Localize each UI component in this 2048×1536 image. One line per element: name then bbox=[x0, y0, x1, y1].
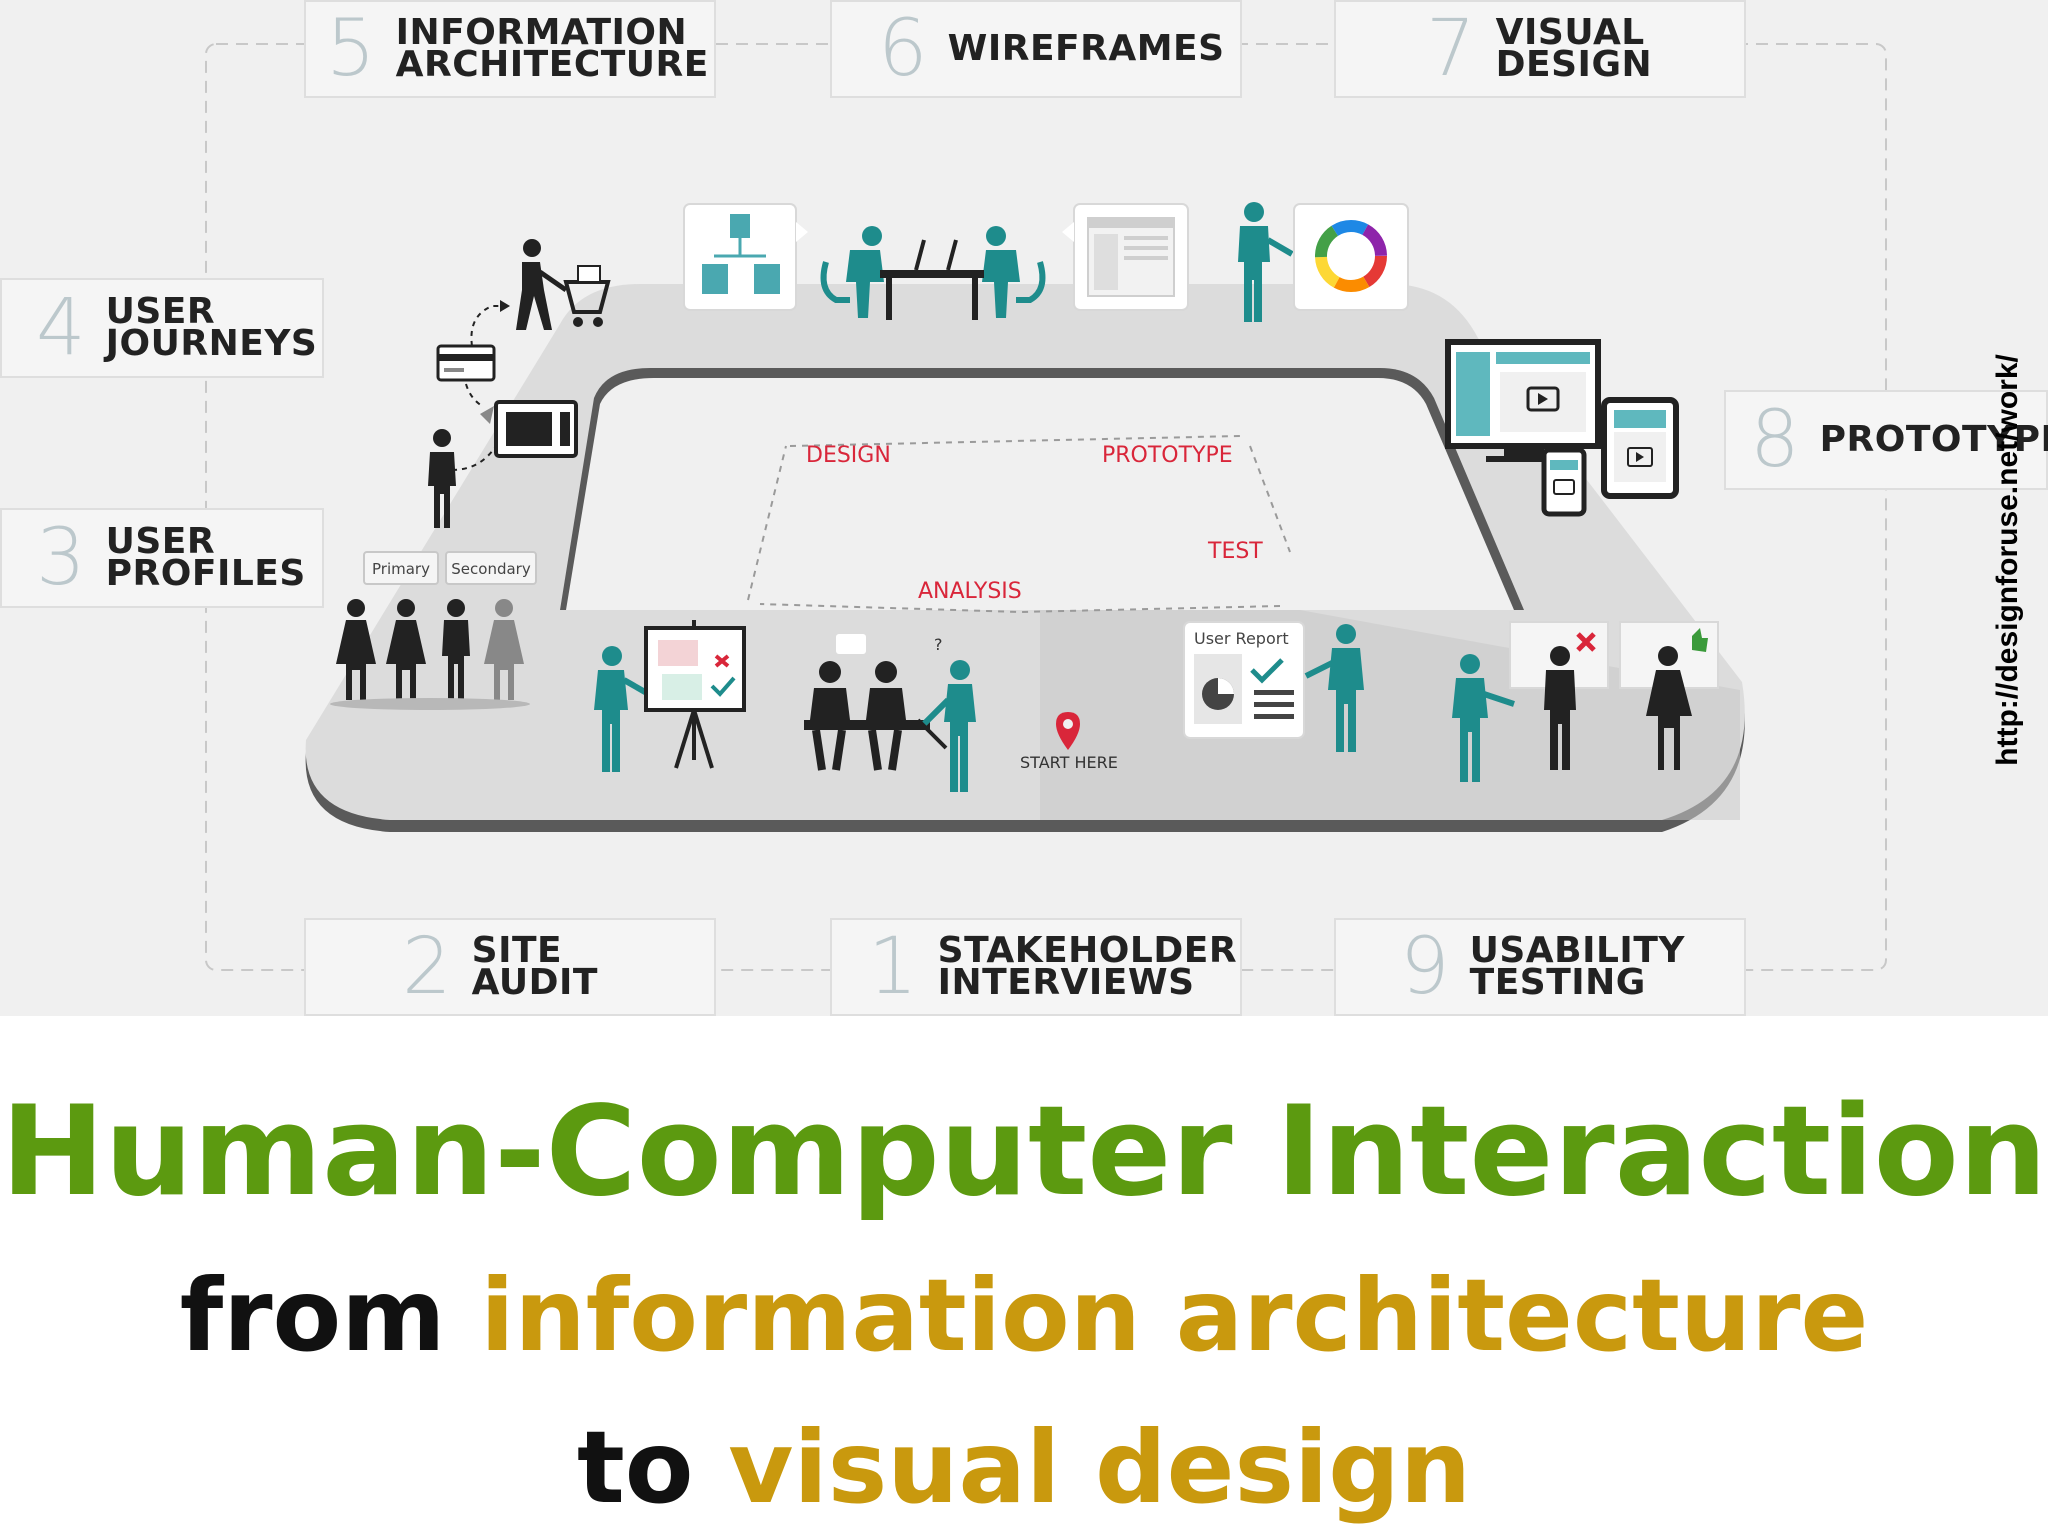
presenter-figure-icon bbox=[594, 646, 654, 772]
svg-text:Secondary: Secondary bbox=[451, 560, 531, 578]
microwave-icon bbox=[480, 400, 578, 458]
user-profiles-figures-icon bbox=[330, 599, 530, 710]
step-5-information-architecture: 5 INFORMATION ARCHITECTURE bbox=[304, 0, 716, 98]
step-8-prototype: 8 PROTOTYPE bbox=[1724, 390, 2048, 490]
tester-figure-icon bbox=[1452, 654, 1515, 782]
cycle-label-design: DESIGN bbox=[806, 443, 891, 468]
step-6-wireframes: 6 WIREFRAMES bbox=[830, 0, 1242, 98]
step-label: WIREFRAMES bbox=[947, 28, 1225, 69]
caption-phrase-information-architecture: information architecture bbox=[480, 1257, 1869, 1374]
test-participant-figures-icon bbox=[1544, 646, 1692, 770]
audit-board-icon bbox=[644, 620, 746, 769]
step-number: 5 bbox=[326, 4, 376, 94]
step-number: 8 bbox=[1750, 395, 1800, 485]
diagram-area: DESIGN PROTOTYPE TEST ANALYSIS START HER… bbox=[0, 0, 2048, 1016]
start-here-label: START HERE bbox=[1020, 753, 1118, 772]
desktop-monitor-icon bbox=[1445, 339, 1601, 462]
svg-text:Primary: Primary bbox=[372, 560, 430, 578]
phone-icon bbox=[1541, 447, 1587, 517]
journey-arrow-head-icon bbox=[500, 300, 510, 312]
platform-inner bbox=[566, 378, 1514, 610]
step-2-site-audit: 2 SITE AUDIT bbox=[304, 918, 716, 1016]
cycle-label-prototype: PROTOTYPE bbox=[1102, 443, 1233, 468]
credit-card-icon bbox=[436, 344, 496, 382]
user-report-card: User Report bbox=[1183, 621, 1305, 739]
primary-tag: Primary bbox=[363, 551, 439, 585]
step-number: 3 bbox=[36, 513, 86, 603]
step-4-user-journeys: 4 USER JOURNEYS bbox=[0, 278, 324, 378]
cycle-label-test: TEST bbox=[1207, 539, 1263, 564]
step-label: INFORMATION ARCHITECTURE bbox=[395, 12, 709, 85]
interview-figures-icon: ? bbox=[804, 634, 976, 792]
cycle-arrow-top bbox=[789, 435, 1241, 447]
step-3-user-profiles: 3 USER PROFILES bbox=[0, 508, 324, 608]
caption-phrase-visual-design: visual design bbox=[728, 1409, 1472, 1526]
step-number: 6 bbox=[878, 4, 928, 94]
caption-title: Human-Computer Interaction bbox=[0, 1080, 2048, 1224]
cycle-arrow-left bbox=[747, 445, 787, 601]
step-label: STAKEHOLDER INTERVIEWS bbox=[937, 930, 1238, 1003]
color-wheel-card bbox=[1293, 203, 1409, 311]
sitemap-card bbox=[683, 203, 808, 311]
caption-word-from: from bbox=[179, 1257, 481, 1374]
step-number: 4 bbox=[36, 283, 86, 373]
analyst-figure-icon bbox=[1304, 624, 1364, 752]
caption-subtitle-line-2: to visual design bbox=[0, 1408, 2048, 1528]
step-number: 1 bbox=[868, 922, 918, 1012]
question-mark: ? bbox=[934, 635, 943, 654]
step-9-usability-testing: 9 USABILITY TESTING bbox=[1334, 918, 1746, 1016]
step-label: SITE AUDIT bbox=[471, 930, 598, 1003]
process-diagram: DESIGN PROTOTYPE TEST ANALYSIS START HER… bbox=[205, 43, 1887, 971]
person-figure-icon bbox=[428, 429, 456, 528]
collaboration-figures-icon bbox=[820, 226, 1046, 320]
journey-arrow bbox=[470, 305, 500, 347]
user-report-label: User Report bbox=[1194, 629, 1289, 648]
caption-word-to: to bbox=[576, 1409, 729, 1526]
step-number: 9 bbox=[1400, 922, 1450, 1012]
step-number: 7 bbox=[1426, 4, 1476, 94]
step-number: 2 bbox=[402, 922, 452, 1012]
journey-arrow-3 bbox=[451, 445, 497, 471]
designer-figure-icon bbox=[1238, 202, 1294, 322]
tablet-icon bbox=[1601, 397, 1679, 499]
step-7-visual-design: 7 VISUAL DESIGN bbox=[1334, 0, 1746, 98]
cycle-label-analysis: ANALYSIS bbox=[918, 579, 1022, 604]
step-label: PROTOTYPE bbox=[1819, 419, 2048, 460]
caption-subtitle-line-1: from information architecture bbox=[0, 1256, 2048, 1376]
step-label: VISUAL DESIGN bbox=[1495, 12, 1653, 85]
shopping-cart-figure-icon bbox=[516, 239, 611, 330]
start-pin-icon bbox=[1056, 712, 1080, 750]
step-label: USABILITY TESTING bbox=[1469, 930, 1685, 1003]
step-label: USER JOURNEYS bbox=[105, 291, 318, 364]
wireframe-card bbox=[1062, 203, 1189, 311]
journey-arrow-2 bbox=[465, 383, 483, 407]
step-1-stakeholder-interviews: 1 STAKEHOLDER INTERVIEWS bbox=[830, 918, 1242, 1016]
cycle-arrow-bottom bbox=[759, 603, 1281, 614]
source-url-credit: http://designforuse.net/work/ bbox=[1991, 354, 2024, 766]
secondary-tag: Secondary bbox=[445, 551, 537, 585]
step-label: USER PROFILES bbox=[105, 521, 306, 594]
